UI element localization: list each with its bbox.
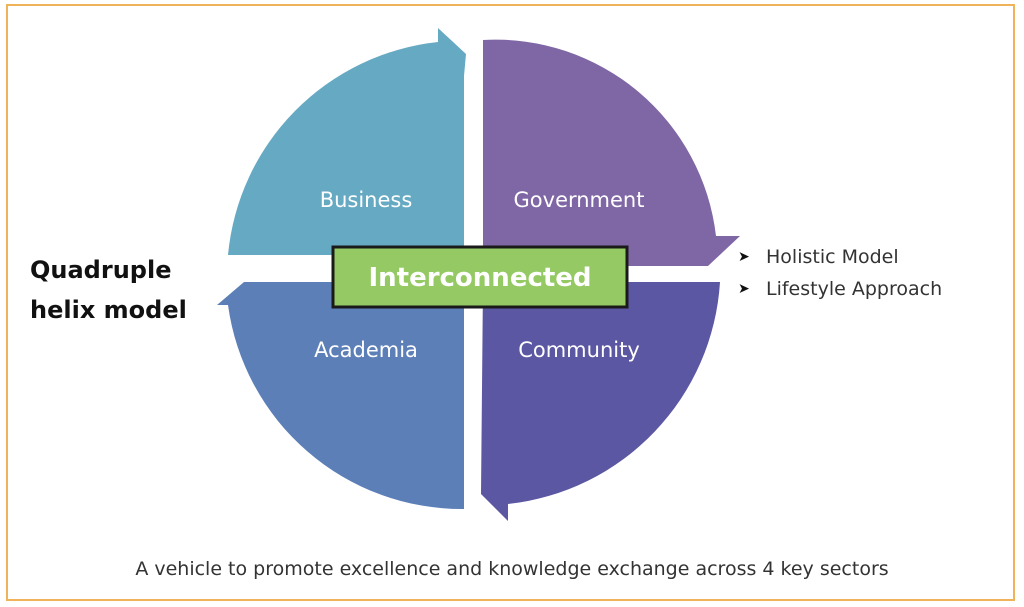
side-title: Quadruple helix model xyxy=(30,250,187,330)
side-title-line1: Quadruple xyxy=(30,256,172,284)
caption: A vehicle to promote excellence and know… xyxy=(135,558,889,580)
segment-government xyxy=(483,39,740,267)
center-box xyxy=(331,245,629,309)
side-title-line2: helix model xyxy=(30,296,187,324)
arrowhead-bullet-icon: ➤ xyxy=(738,281,750,297)
bullet-item: ➤ Lifestyle Approach xyxy=(738,273,942,305)
segment-community-label: Community xyxy=(518,338,640,362)
segment-business-label: Business xyxy=(320,188,413,212)
bullet-text: Lifestyle Approach xyxy=(766,278,943,300)
bullet-text: Holistic Model xyxy=(766,246,899,268)
segment-community xyxy=(481,282,720,521)
bullet-list: ➤ Holistic Model ➤ Lifestyle Approach xyxy=(738,241,942,305)
center-label: Interconnected xyxy=(368,263,591,293)
arrowhead-bullet-icon: ➤ xyxy=(738,249,750,265)
bullet-item: ➤ Holistic Model xyxy=(738,241,942,273)
segment-government-label: Government xyxy=(514,188,645,212)
segment-business xyxy=(228,28,466,255)
segment-academia xyxy=(217,282,464,510)
segment-academia-label: Academia xyxy=(314,338,418,362)
